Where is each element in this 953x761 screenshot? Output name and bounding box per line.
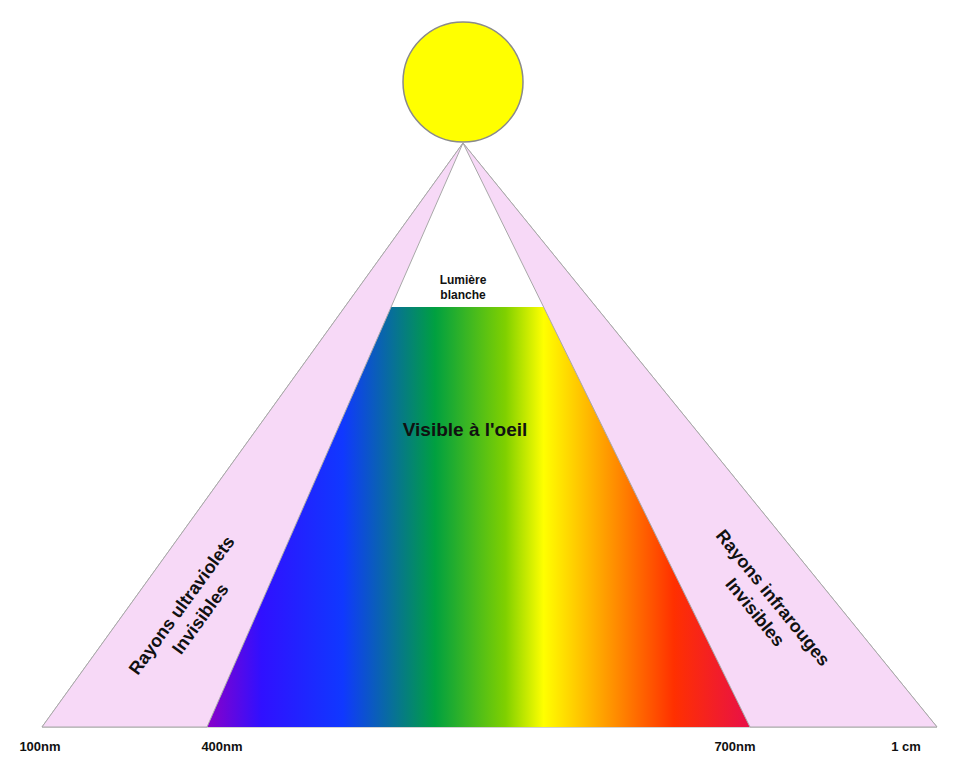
wavelength-label: 700nm [690, 739, 780, 754]
triangle-outline [42, 143, 937, 727]
ultraviolet-band-shape [42, 143, 463, 727]
ultraviolet-band: Rayons ultravioletsInvisibles [42, 143, 463, 727]
sun-circle [403, 22, 523, 142]
infrared-band: Rayons infrarougesInvisibles [463, 143, 937, 727]
infrared-band-shape [463, 143, 937, 727]
wavelength-label: 400nm [177, 739, 267, 754]
region-label: Visible à l'oeil [403, 418, 528, 442]
wavelength-label: 100nm [0, 739, 85, 754]
region-label: Lumière blanche [431, 273, 495, 303]
ultraviolet-band-polygon [42, 143, 463, 727]
infrared-band-polygon [463, 143, 937, 727]
wavelength-label: 1 cm [861, 739, 951, 754]
white-light-region-text-block: Lumière blanche [431, 273, 495, 303]
visible-spectrum-band-text-block: Visible à l'oeil [403, 418, 528, 442]
